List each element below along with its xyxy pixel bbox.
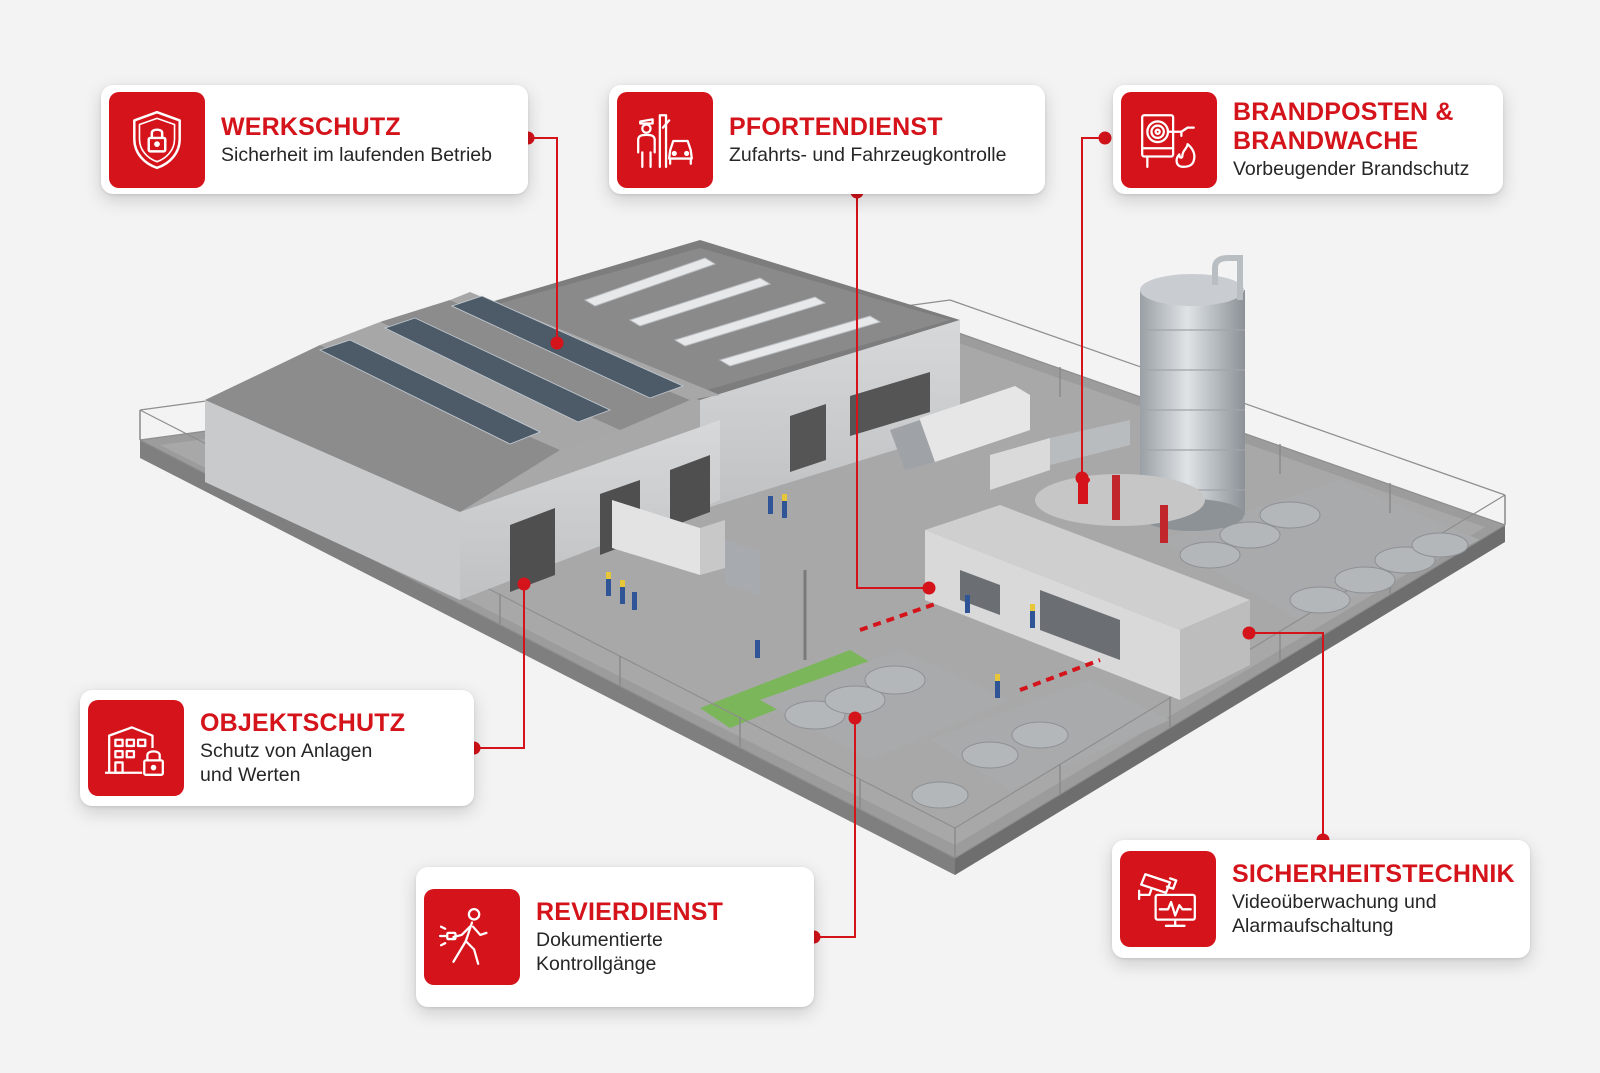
revierdienst-icon-box	[424, 889, 520, 985]
silo	[1035, 255, 1245, 543]
building-lock-icon	[105, 726, 164, 776]
card-pfortendienst: PFORTENDIENST Zufahrts- und Fahrzeugkont…	[609, 85, 1045, 194]
pfortendienst-icon-box	[617, 91, 713, 188]
parked-cars	[784, 501, 1469, 809]
workers	[606, 494, 1035, 698]
sicherheitstechnik-icon-box	[1120, 851, 1216, 947]
card-title: SICHERHEITSTECHNIK	[1232, 860, 1515, 888]
werkschutz-icon-box	[109, 91, 205, 188]
gatehouse	[859, 505, 1250, 700]
card-subtitle: Dokumentierte Kontrollgänge	[536, 929, 663, 975]
hydrant	[1076, 476, 1090, 504]
gate-guard-vehicle-icon	[637, 113, 693, 168]
card-title: REVIERDIENST	[536, 898, 724, 926]
brandposten-icon-box	[1121, 91, 1217, 188]
card-subtitle: Schutz von Anlagen und Werten	[200, 740, 373, 786]
lawn-strip	[700, 650, 880, 728]
card-objektschutz: OBJEKTSCHUTZ Schutz von Anlagen und Wert…	[80, 690, 474, 806]
card-revierdienst: REVIERDIENST Dokumentierte Kontrollgänge	[416, 867, 814, 1007]
card-subtitle: Vorbeugender Brandschutz	[1233, 158, 1470, 180]
fence-posts	[139, 367, 1506, 858]
card-title: WERKSCHUTZ	[221, 112, 401, 141]
camera-monitor-icon	[1137, 873, 1196, 927]
card-brandposten: BRANDPOSTEN & BRANDWACHE Vorbeugender Br…	[1113, 85, 1503, 194]
card-subtitle: Videoüberwachung und Alarmaufschaltung	[1232, 891, 1437, 937]
fire-hose-reel-icon	[1141, 113, 1196, 168]
objektschutz-icon-box	[88, 700, 184, 796]
shield-lock-icon	[133, 110, 181, 169]
card-subtitle: Sicherheit im laufenden Betrieb	[221, 143, 492, 166]
card-title: BRANDPOSTEN & BRANDWACHE	[1233, 98, 1454, 155]
card-title: PFORTENDIENST	[729, 112, 943, 141]
factory-front-halls	[205, 292, 720, 600]
card-sicherheitstechnik: SICHERHEITSTECHNIK Videoüberwachung und …	[1112, 840, 1530, 958]
patrol-flashlight-icon	[439, 908, 488, 965]
card-title: OBJEKTSCHUTZ	[200, 709, 406, 737]
card-werkschutz: WERKSCHUTZ Sicherheit im laufenden Betri…	[101, 85, 528, 194]
card-subtitle: Zufahrts- und Fahrzeugkontrolle	[729, 143, 1007, 166]
